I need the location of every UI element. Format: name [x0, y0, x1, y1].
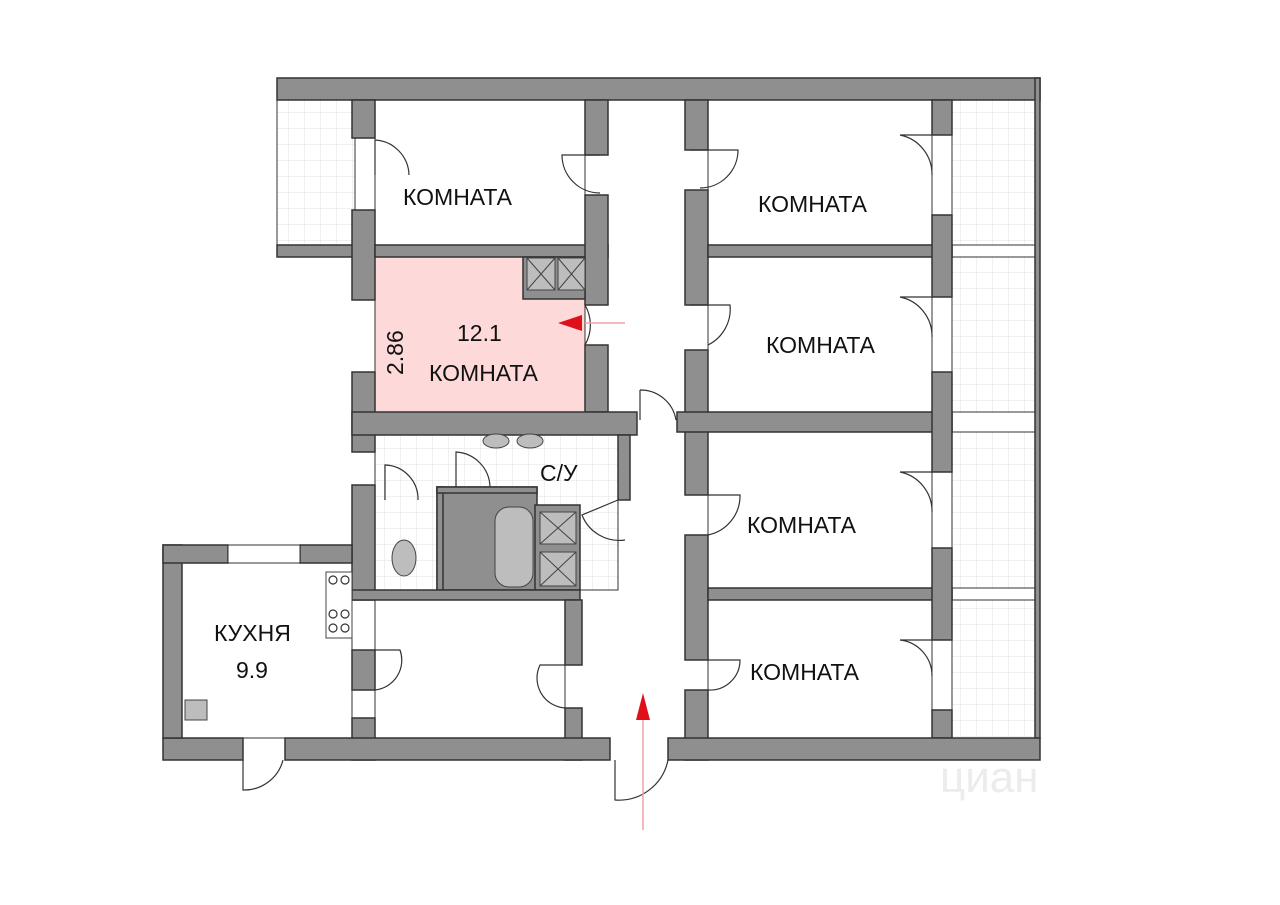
room-4-label: КОМНАТА: [747, 512, 857, 538]
window: [227, 544, 301, 564]
balcony-left: [276, 99, 356, 246]
room-5-label: КОМНАТА: [750, 659, 860, 685]
kitchen-area: [181, 562, 353, 739]
walls: [162, 77, 1041, 761]
fixtures: [184, 257, 586, 721]
kitchen-sink-icon: [184, 699, 208, 721]
ceiling-height-label: 2.86: [382, 330, 408, 375]
watermark-logo: циан: [940, 753, 1039, 802]
room-3-label: КОМНАТА: [766, 332, 876, 358]
room-4-area: [707, 431, 933, 589]
balcony-right-1: [951, 99, 1036, 246]
room-5-area: [707, 599, 933, 739]
entrance-arrow-icon: [558, 315, 650, 830]
highlighted-room-area-value: 12.1: [457, 320, 502, 346]
vent-shaft-icon: [526, 257, 556, 291]
bathtub-icon: [494, 506, 534, 588]
vent-shaft-icon: [539, 511, 577, 545]
stove-icon: [325, 571, 353, 639]
room-2-label: КОМНАТА: [758, 191, 868, 217]
lower-room-area: [374, 599, 566, 739]
doors: [227, 134, 933, 801]
balcony-right-4: [951, 599, 1036, 739]
kitchen-area-value: 9.9: [236, 657, 268, 683]
balcony-right-2: [951, 256, 1036, 413]
sink-icon: [482, 433, 510, 449]
toilet-icon: [391, 539, 417, 577]
room-1-label: КОМНАТА: [403, 184, 513, 210]
vent-shaft-icon: [539, 551, 577, 587]
sink-icon: [516, 433, 544, 449]
highlighted-room-label: КОМНАТА: [429, 360, 539, 386]
balcony-right-3: [951, 431, 1036, 589]
vent-shaft-icon: [557, 257, 586, 291]
room-2-area: [707, 99, 933, 246]
bathroom-label: С/У: [540, 460, 578, 486]
kitchen-label: КУХНЯ: [214, 620, 291, 646]
room-1-area: [374, 99, 586, 246]
